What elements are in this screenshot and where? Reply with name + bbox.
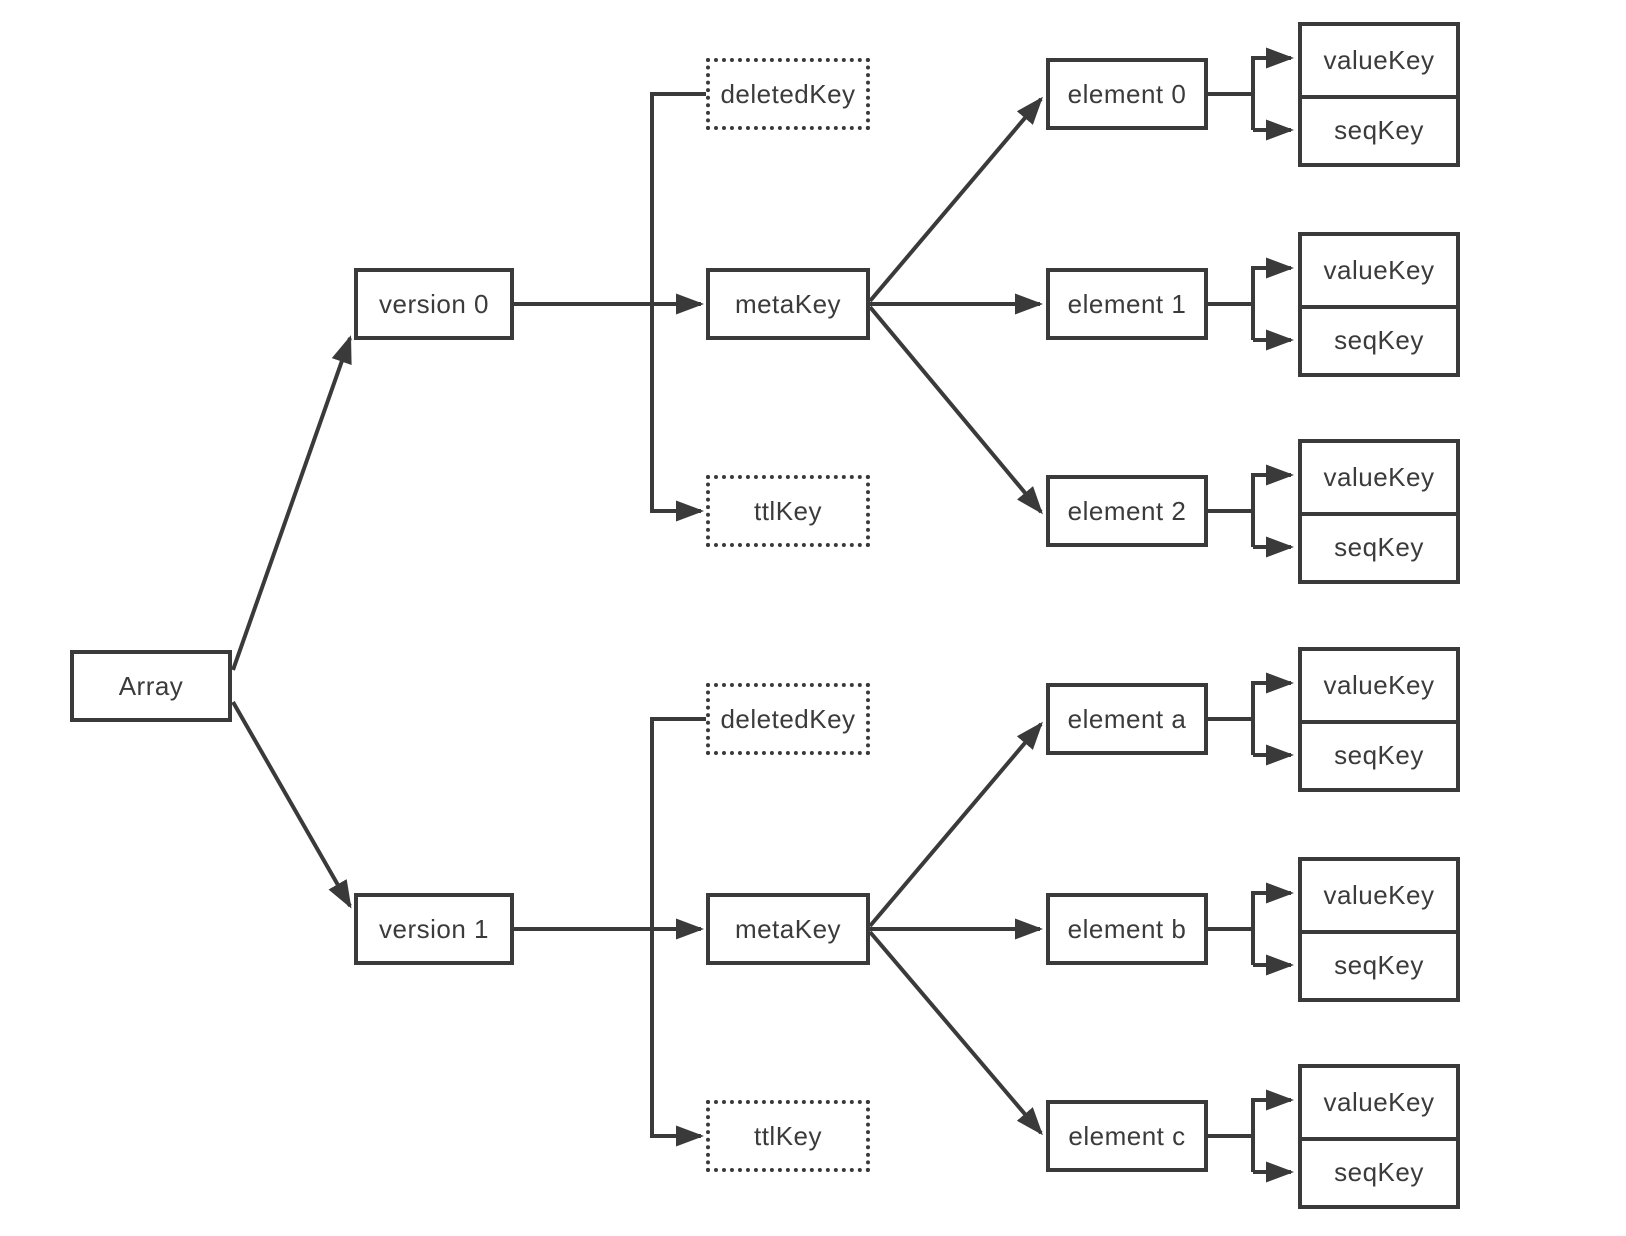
valuekey-label: valueKey xyxy=(1323,879,1435,910)
node-version-1: version 1 xyxy=(354,893,514,965)
node-ttlkey-v1-label: ttlKey xyxy=(753,1120,823,1151)
stack-element-0-keys: valueKey seqKey xyxy=(1298,22,1460,167)
node-valuekey-element-1: valueKey xyxy=(1302,236,1456,305)
seqkey-label: seqKey xyxy=(1334,950,1424,981)
node-element-b: element b xyxy=(1046,893,1208,965)
node-element-1-label: element 1 xyxy=(1067,288,1187,319)
stack-element-c-keys: valueKey seqKey xyxy=(1298,1064,1460,1209)
node-element-2-label: element 2 xyxy=(1067,495,1187,526)
node-element-2: element 2 xyxy=(1046,475,1208,547)
edge-array-version0 xyxy=(231,335,352,671)
valuekey-label: valueKey xyxy=(1323,44,1435,75)
valuekey-label: valueKey xyxy=(1323,1086,1435,1117)
node-deletedkey-v1-label: deletedKey xyxy=(720,703,856,734)
seqkey-label: seqKey xyxy=(1334,325,1424,356)
valuekey-label: valueKey xyxy=(1323,669,1435,700)
edge-metakey1-element-a xyxy=(868,721,1043,928)
node-valuekey-element-0: valueKey xyxy=(1302,26,1456,95)
node-element-1: element 1 xyxy=(1046,268,1208,340)
node-deletedkey-v0-label: deletedKey xyxy=(720,78,856,109)
seqkey-label: seqKey xyxy=(1334,1157,1424,1188)
node-deletedkey-v0: deletedKey xyxy=(706,58,870,130)
node-valuekey-element-c: valueKey xyxy=(1302,1068,1456,1137)
node-element-a-label: element a xyxy=(1067,703,1187,734)
node-element-0-label: element 0 xyxy=(1067,78,1187,109)
stack-element-2-keys: valueKey seqKey xyxy=(1298,439,1460,584)
edge-metakey0-element2 xyxy=(868,305,1043,515)
node-deletedkey-v1: deletedKey xyxy=(706,683,870,755)
node-metakey-v1: metaKey xyxy=(706,893,870,965)
edge-element0-valuekey xyxy=(1208,58,1291,130)
node-metakey-v0: metaKey xyxy=(706,268,870,340)
node-element-0: element 0 xyxy=(1046,58,1208,130)
stack-element-1-keys: valueKey seqKey xyxy=(1298,232,1460,377)
edge-element2-valuekey xyxy=(1208,475,1291,547)
node-seqkey-element-c: seqKey xyxy=(1302,1136,1456,1206)
stack-element-a-keys: valueKey seqKey xyxy=(1298,647,1460,792)
node-valuekey-element-b: valueKey xyxy=(1302,861,1456,930)
node-element-b-label: element b xyxy=(1067,913,1187,944)
seqkey-label: seqKey xyxy=(1334,532,1424,563)
edge-element-a-valuekey xyxy=(1208,683,1291,755)
node-metakey-v1-label: metaKey xyxy=(734,913,842,944)
node-seqkey-element-2: seqKey xyxy=(1302,511,1456,581)
node-valuekey-element-a: valueKey xyxy=(1302,651,1456,720)
edge-element1-valuekey xyxy=(1208,268,1291,340)
node-seqkey-element-a: seqKey xyxy=(1302,719,1456,789)
node-seqkey-element-b: seqKey xyxy=(1302,929,1456,999)
node-metakey-v0-label: metaKey xyxy=(734,288,842,319)
valuekey-label: valueKey xyxy=(1323,254,1435,285)
node-version-1-label: version 1 xyxy=(379,913,489,944)
edge-version1-deletedkey-ttlkey xyxy=(650,717,707,1147)
node-version-0-label: version 0 xyxy=(379,288,489,319)
seqkey-label: seqKey xyxy=(1334,740,1424,771)
valuekey-label: valueKey xyxy=(1323,461,1435,492)
seqkey-label: seqKey xyxy=(1334,115,1424,146)
edge-version0-deletedkey-ttlkey xyxy=(650,92,707,522)
edge-element-c-valuekey xyxy=(1208,1100,1291,1172)
edge-metakey1-element-c xyxy=(868,930,1043,1136)
node-array-label: Array xyxy=(118,670,184,701)
node-seqkey-element-1: seqKey xyxy=(1302,304,1456,374)
edge-element-b-valuekey xyxy=(1208,893,1291,965)
node-ttlkey-v1: ttlKey xyxy=(706,1100,870,1172)
edge-metakey0-element0 xyxy=(868,96,1043,303)
edge-array-version1 xyxy=(231,701,352,909)
node-element-a: element a xyxy=(1046,683,1208,755)
node-ttlkey-v0: ttlKey xyxy=(706,475,870,547)
node-element-c: element c xyxy=(1046,1100,1208,1172)
node-seqkey-element-0: seqKey xyxy=(1302,94,1456,164)
stack-element-b-keys: valueKey seqKey xyxy=(1298,857,1460,1002)
node-valuekey-element-2: valueKey xyxy=(1302,443,1456,512)
node-version-0: version 0 xyxy=(354,268,514,340)
node-element-c-label: element c xyxy=(1068,1120,1186,1151)
node-ttlkey-v0-label: ttlKey xyxy=(753,495,823,526)
node-array: Array xyxy=(70,650,232,722)
